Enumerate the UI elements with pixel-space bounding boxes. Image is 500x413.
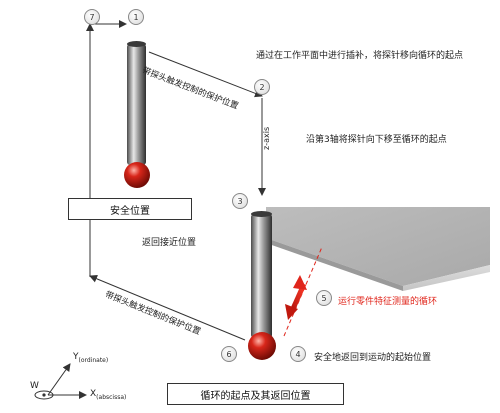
annotation-safe-return: 安全地返回到运动的起始位置	[314, 353, 432, 363]
y-axis-label: Y(ordinate)	[73, 352, 108, 364]
path-arrow-6-return	[89, 274, 246, 341]
step-number: 6	[226, 349, 232, 359]
x-axis-sub: (abscissa)	[96, 393, 127, 401]
step-marker-3: 3	[232, 193, 248, 209]
step-number: 3	[237, 196, 243, 206]
path-arrow-1-2	[148, 51, 263, 98]
annotation-interpolate: 通过在工作平面中进行插补，将探针移向循环的起点	[256, 51, 464, 61]
probe-upper	[124, 41, 150, 188]
x-axis-letter: X	[90, 389, 97, 399]
cycle-start-label: 循环的起点及其返回位置	[200, 390, 311, 402]
probe-lower	[248, 211, 276, 360]
cycle-start-box: 循环的起点及其返回位置	[167, 383, 344, 405]
step-marker-2: 2	[254, 79, 270, 95]
step-number: 5	[321, 293, 327, 303]
step-marker-6: 6	[221, 346, 237, 362]
workpiece	[266, 207, 490, 291]
step-number: 4	[295, 349, 301, 359]
safe-position-box: 安全位置	[68, 198, 192, 220]
step-number: 1	[133, 12, 139, 22]
coordinate-system	[34, 363, 87, 400]
y-axis-sub: (ordinate)	[78, 356, 109, 364]
step-marker-7: 7	[84, 9, 100, 25]
measure-path-dashed	[283, 246, 323, 337]
annotation-run-cycle: 运行零件特征测量的循环	[338, 297, 438, 307]
step-number: 2	[259, 82, 265, 92]
red-double-arrow	[285, 275, 307, 320]
step-marker-4: 4	[290, 346, 306, 362]
step-marker-5: 5	[316, 290, 332, 306]
annotation-move-down: 沿第3轴将探针向下移至循环的起点	[306, 135, 447, 145]
z-axis-label: z-axis	[262, 126, 271, 150]
safe-position-label: 安全位置	[110, 205, 150, 217]
step-marker-1: 1	[128, 9, 144, 25]
step-number: 7	[89, 12, 95, 22]
y-axis-letter: Y	[73, 352, 79, 362]
annotation-return-approach: 返回接近位置	[142, 238, 197, 248]
w-origin-label: W	[30, 381, 39, 391]
x-axis-label: X(abscissa)	[90, 389, 126, 401]
